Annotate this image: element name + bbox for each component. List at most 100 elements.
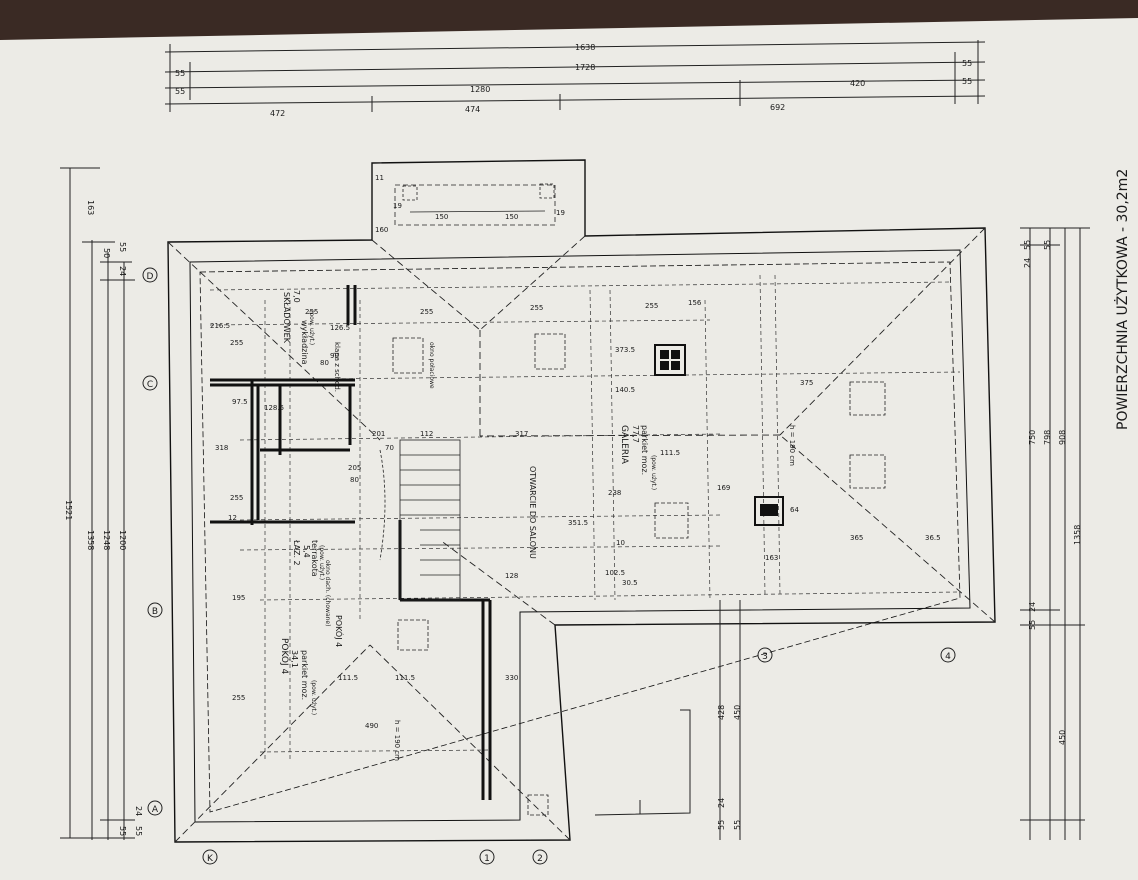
inner-dim: 330 [505,674,518,682]
inner-dim: 30.5 [622,579,638,587]
room-laz2-note: (pow. użyt.) [318,545,325,580]
chimney-stacks [346,285,357,325]
dim-55-left-2: 55 [175,87,185,96]
inner-dim: 205 [348,464,361,472]
usable-area-title: POWIERZCHNIA UŻYTKOWA - 30,2m2 [1113,169,1131,430]
inner-dim: 70 [385,444,394,452]
inner-dim: 112 [420,430,433,438]
inner-dim: 12 [228,514,237,522]
dim-b-55-c: 55 [1043,240,1052,250]
hatch-label: klapa z schod. [333,342,341,392]
dim-b-450: 450 [1058,730,1067,745]
top-dimension-lines [164,40,986,112]
dim-b-750: 750 [1028,430,1037,445]
dim-1728: 1728 [575,63,595,72]
inner-dim: 163 [765,554,778,562]
paper-sheet [0,18,1138,880]
roof-windows [392,333,886,816]
room-pokoj4b-name: POKÓJ 4 [334,615,345,647]
inner-dim: 11 [375,174,384,182]
room-galeria-area: 77,7 [631,425,640,443]
inner-dim: 317 [515,430,528,438]
room-labels: SKŁADOWEK 7,0 wykładzina (pow. użyt.) GA… [279,290,796,761]
inner-dim: 36.5 [925,534,941,542]
axis-2: 2 [537,854,543,864]
axis-c: C [147,380,153,390]
dim-24-a: 24 [118,266,127,276]
inner-dim: 111.5 [660,449,680,457]
axis-3: 3 [762,652,768,662]
chimney-symbols [654,344,784,526]
left-dimension-lines [60,167,135,840]
room-pokoj4-floor: parkiet moz. [300,650,309,700]
dim-472: 472 [270,109,285,118]
room-galeria-name: GALERIA [619,425,629,465]
dim-1638: 1638 [575,43,595,52]
room-skladowek-floor: wykładzina [300,320,309,365]
dim-692: 692 [770,103,785,112]
dim-50: 50 [102,248,111,258]
room-pokoj4b-floor: okno dach. (chowane) [324,560,331,626]
inner-dim: 90 [330,352,339,360]
axis-b: B [152,607,158,617]
dim-55-b: 55 [118,242,127,252]
dim-b-55: 55 [1023,240,1032,250]
inner-dim: 375 [800,379,813,387]
inner-dim: 255 [230,339,243,347]
room-galeria-floor: parkiet moz. [640,425,649,475]
room-skladowek-name: SKŁADOWEK [282,292,291,344]
dim-1358: 1358 [86,530,95,550]
room-laz2-area: 5,4 [302,545,311,558]
inner-dim: 201 [372,430,385,438]
axis-4: 4 [945,652,951,662]
dim-1200: 1200 [118,530,127,550]
dim-b-450-b: 450 [733,705,742,720]
dim-1521: 1521 [64,500,73,520]
dim-b-55-d: 55 [717,820,726,830]
room-galeria-note: (pow. użyt.) [650,455,657,490]
staircase [379,439,461,601]
axis-labels: D C B A 1 2 3 4 K [147,272,952,864]
inner-dim: 150 [435,213,448,221]
left-dimension-text: 1521 1358 163 1248 50 55 1200 24 55 55 2… [64,200,143,836]
axis-1: 1 [484,854,490,864]
room-pokoj4-note: (pow. użyt.) [310,680,317,715]
dormer [394,183,556,226]
inner-dim: 255 [645,302,658,310]
inner-dim: 216.5 [210,322,230,330]
dim-b-908: 908 [1058,430,1067,445]
dim-b-55-e: 55 [733,820,742,830]
inner-dim: 365 [850,534,863,542]
inner-dim: 80 [350,476,359,484]
height-label-2: h = 190 cm [393,720,401,761]
garage-outline [594,709,691,816]
inner-dim: 150 [505,213,518,221]
dim-24-b: 24 [134,806,143,816]
dim-b-24: 24 [1023,258,1032,268]
dim-163: 163 [86,200,95,215]
top-dimension-text: 1638 55 1728 55 55 1280 420 55 472 474 6… [175,43,972,118]
inner-dim: 156 [688,299,702,307]
inner-dim: 255 [230,494,243,502]
inner-dim: 351.5 [568,519,588,527]
inner-dim: 160 [375,226,388,234]
dim-420: 420 [850,79,865,88]
bottom-dimension-lines [719,227,1090,840]
dim-55-c: 55 [134,826,143,836]
inner-dim: 19 [556,209,565,217]
room-skladowek-area: 7,0 [292,290,301,303]
inner-dim: 111.5 [338,674,358,682]
room-pokoj4-area: 34,1 [290,650,299,668]
room-laz2-name: ŁAZ. 2 [292,539,301,566]
dim-55-right: 55 [962,59,972,68]
room-skladowek-note: (pow. użyt.) [308,310,315,345]
inner-dim: 102.5 [605,569,625,577]
dim-b-1358: 1358 [1073,525,1082,545]
inner-dim: 80 [320,359,329,367]
inner-dim: 97.5 [232,398,248,406]
inner-dim: 238 [608,489,621,497]
inner-dim: 318 [215,444,228,452]
dim-b-55-b: 55 [1028,620,1037,630]
dim-55-right-2: 55 [962,77,972,86]
